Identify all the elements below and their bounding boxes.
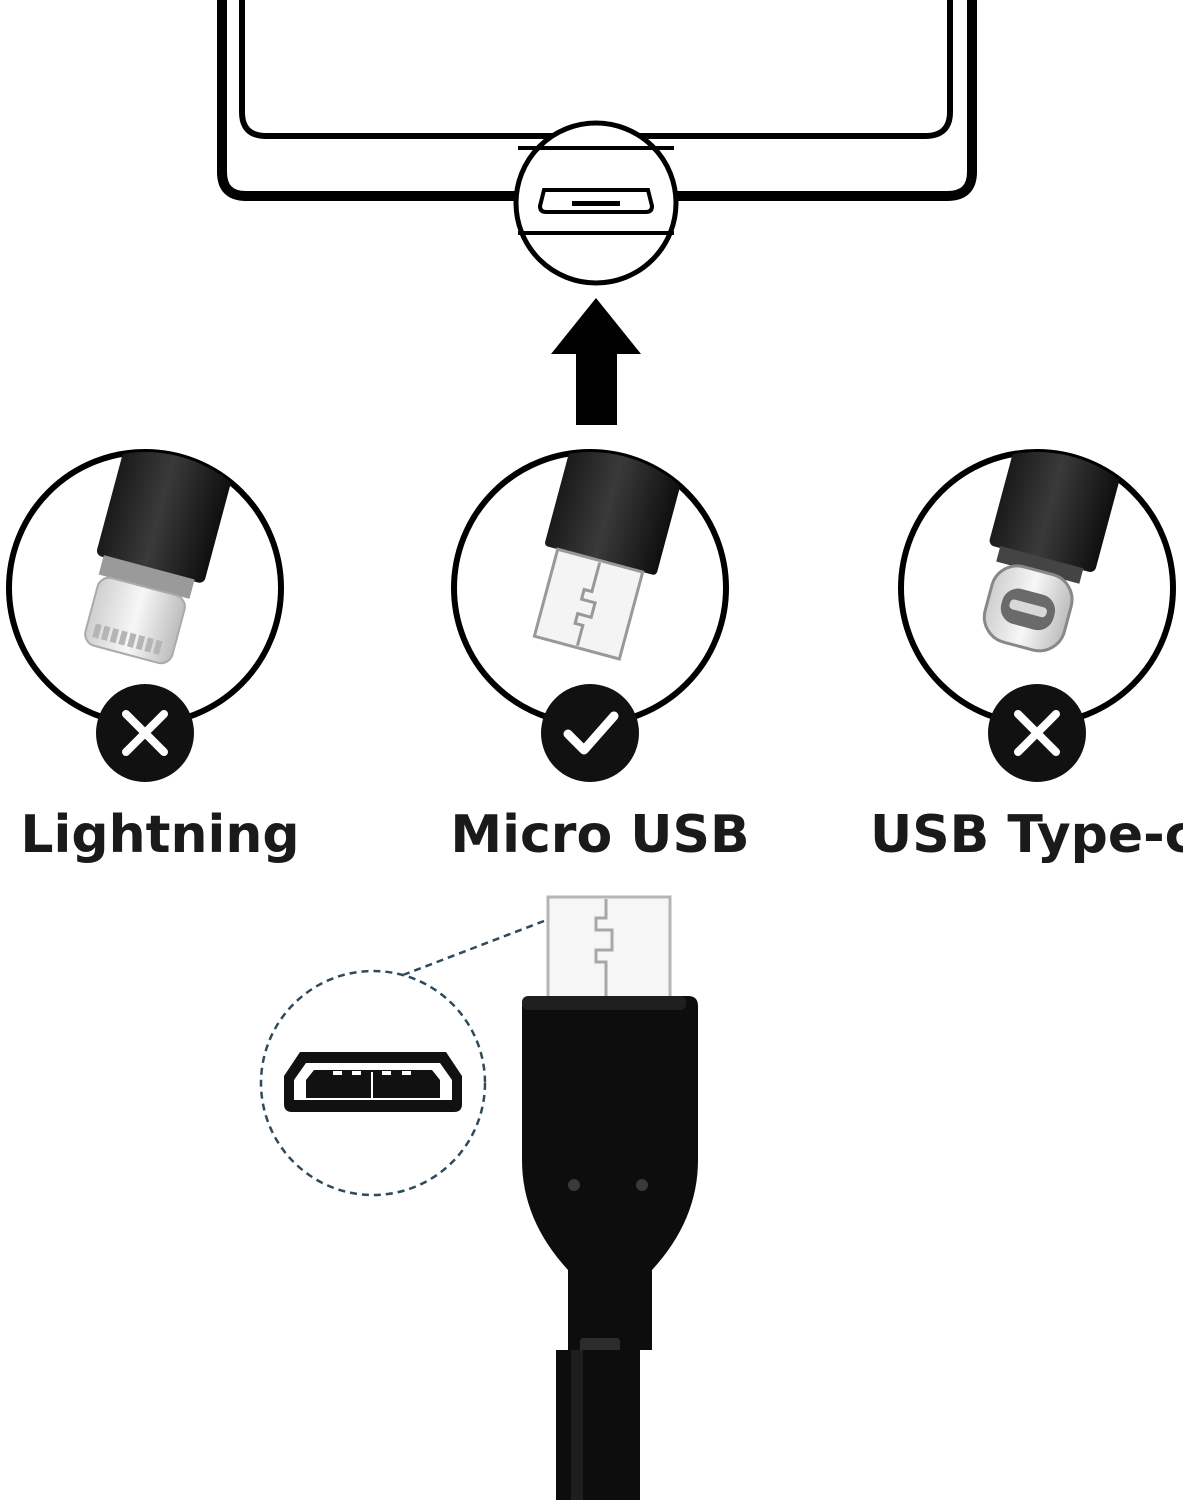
lightning-connector-circle — [6, 449, 284, 782]
plug-detail-zoom — [259, 896, 605, 1197]
check-icon — [541, 684, 639, 782]
lightning-label: Lightning — [20, 805, 300, 865]
usb-type-c-plug-icon — [982, 452, 1140, 653]
phone-port-zoom — [513, 120, 679, 286]
micro-usb-connector-circle — [451, 449, 729, 782]
micro-usb-cable — [522, 895, 698, 1500]
usb-type-c-label: USB Type-c — [870, 805, 1183, 865]
lightning-plug-icon — [84, 452, 252, 665]
micro-usb-plug-icon — [532, 452, 697, 661]
up-arrow-icon — [551, 298, 641, 425]
micro-usb-label: Micro USB — [450, 805, 750, 865]
usb-type-c-connector-circle — [898, 449, 1176, 782]
